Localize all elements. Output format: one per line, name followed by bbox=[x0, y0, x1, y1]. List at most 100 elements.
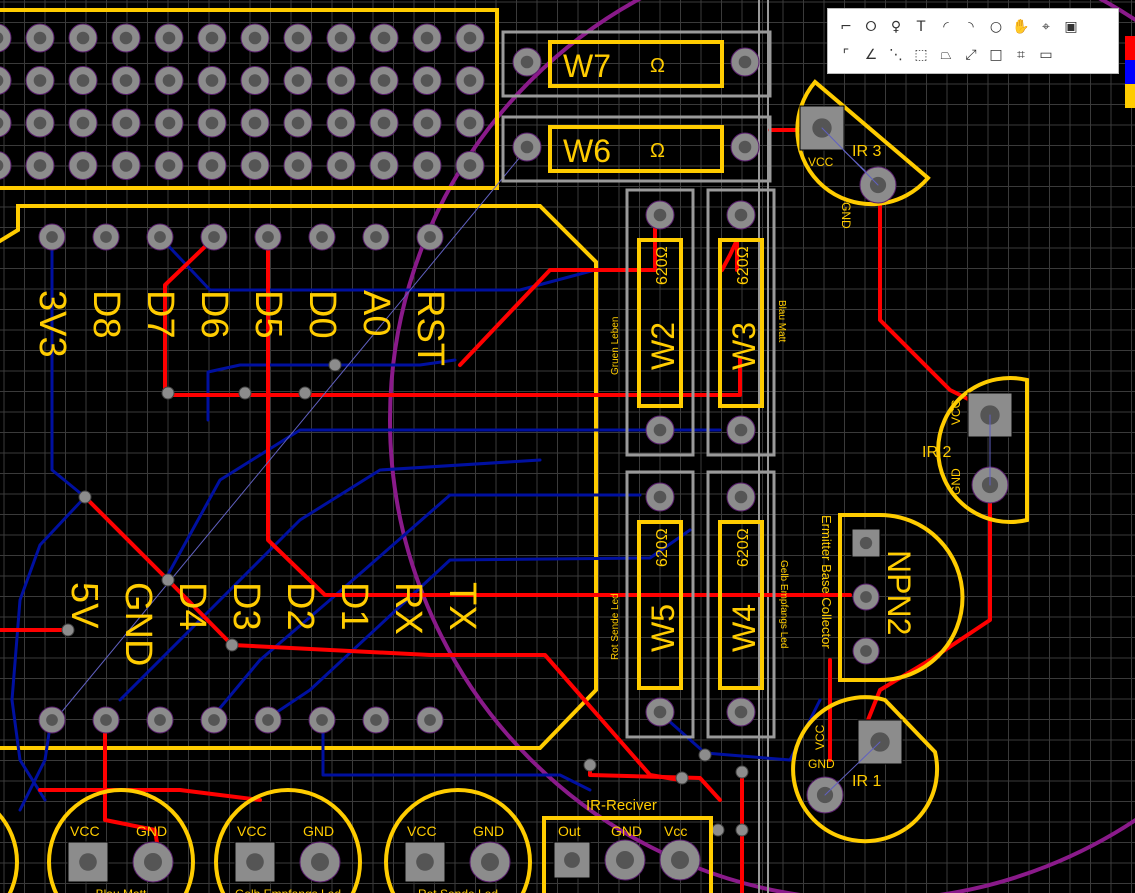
header-pad-hole bbox=[119, 116, 133, 130]
via bbox=[583, 758, 597, 772]
mcu-pin-label-top: RST bbox=[409, 290, 451, 366]
header-pad-hole bbox=[291, 159, 305, 172]
wire-icon[interactable]: ⌜ bbox=[842, 47, 850, 63]
pan-hand-icon[interactable]: ✋ bbox=[1012, 19, 1030, 35]
mcu-pad-top-hole bbox=[46, 231, 58, 243]
route-track-icon[interactable]: ⌐ bbox=[840, 19, 852, 35]
led-vcc-label: VCC bbox=[237, 823, 267, 839]
mcu-pin-label-bottom: RX bbox=[387, 582, 429, 635]
arc-icon[interactable]: ◜ bbox=[943, 19, 949, 35]
airwire-icon[interactable]: ⋱ bbox=[889, 47, 903, 63]
resistor-pad-hole bbox=[738, 55, 752, 69]
ruler-icon[interactable]: ⤢ bbox=[965, 47, 977, 63]
ir2-outline bbox=[936, 376, 1029, 524]
receiver-outline bbox=[542, 816, 713, 893]
text-icon[interactable]: T bbox=[916, 19, 926, 35]
receiver-pin-label: Vcc bbox=[664, 823, 687, 839]
layer-swatch-yellow[interactable] bbox=[1125, 84, 1135, 108]
ir2-gnd-label: GND bbox=[949, 468, 963, 495]
header-pad-hole bbox=[205, 159, 219, 172]
header-pad-hole bbox=[76, 159, 90, 172]
resistor-value: 620Ω bbox=[735, 246, 752, 285]
via bbox=[61, 623, 75, 637]
npn-pins-label: Ermitter Base Collector bbox=[819, 515, 834, 649]
mcu-pin-label-top: A0 bbox=[355, 290, 397, 336]
header-pad-hole bbox=[162, 159, 176, 172]
header-pad-hole bbox=[334, 116, 348, 130]
resistor-pad-hole bbox=[653, 423, 667, 437]
header-pad-hole bbox=[248, 31, 262, 45]
mcu-pin-label-bottom: D2 bbox=[279, 582, 321, 631]
header-pad-hole bbox=[33, 116, 47, 130]
mcu-pad-bottom-hole bbox=[262, 714, 274, 726]
arc-cw-icon[interactable]: ◝ bbox=[968, 19, 974, 35]
header-pad-hole bbox=[119, 31, 133, 45]
polygon-icon[interactable]: ⏢ bbox=[940, 47, 952, 63]
header-pad-hole bbox=[463, 159, 477, 172]
resistor-pad-hole bbox=[734, 490, 748, 504]
via bbox=[78, 490, 92, 504]
via bbox=[698, 748, 712, 762]
resistor-body bbox=[548, 125, 724, 173]
mcu-pad-bottom-hole bbox=[370, 714, 382, 726]
led-outline bbox=[0, 812, 19, 893]
header-pad-hole bbox=[0, 32, 4, 44]
receiver-title: IR-Reciver bbox=[586, 797, 657, 814]
mcu-pad-bottom-hole bbox=[46, 714, 58, 726]
header-pad-hole bbox=[162, 74, 176, 87]
resistor-pad-hole bbox=[734, 423, 748, 437]
mcu-pin-label-top: D0 bbox=[301, 290, 343, 339]
dashed-rect-icon[interactable]: ⬚ bbox=[914, 47, 928, 63]
layer-swatch-blue[interactable] bbox=[1125, 60, 1135, 84]
layer-swatch-red[interactable] bbox=[1125, 36, 1135, 60]
header-pad-hole bbox=[0, 74, 4, 87]
resistor-ref: W5 bbox=[645, 604, 681, 652]
rectangle-icon[interactable]: □ bbox=[989, 47, 1003, 63]
bottom-trace bbox=[118, 458, 542, 702]
via bbox=[225, 638, 239, 652]
resistor-pad-hole bbox=[520, 55, 534, 69]
mcu-pin-label-top: D6 bbox=[193, 290, 235, 339]
led-vcc-label: VCC bbox=[70, 823, 100, 839]
resistor-value: Ω bbox=[650, 55, 665, 77]
circle-icon[interactable]: ○ bbox=[989, 19, 1003, 35]
top-trace bbox=[38, 788, 262, 802]
mcu-pad-top-hole bbox=[154, 231, 166, 243]
resistor-body bbox=[637, 520, 683, 690]
mcu-pin-label-top: D7 bbox=[139, 290, 181, 339]
header-pad-hole bbox=[0, 159, 4, 172]
header-pad-hole bbox=[420, 116, 434, 130]
mcu-pad-top-hole bbox=[208, 231, 220, 243]
mcu-pad-top-hole bbox=[316, 231, 328, 243]
resistor-pad-hole bbox=[738, 140, 752, 154]
resistor-ref: W3 bbox=[726, 322, 762, 370]
move-icon[interactable]: ⌖ bbox=[1042, 19, 1050, 35]
bottom-trace bbox=[208, 493, 642, 722]
mcu-pad-top-hole bbox=[370, 231, 382, 243]
via-icon[interactable]: ⭘ bbox=[865, 19, 877, 35]
image-icon[interactable]: ▣ bbox=[1064, 19, 1078, 35]
resistor-pad-hole bbox=[653, 490, 667, 504]
led-gnd-label: GND bbox=[303, 823, 334, 839]
resistor-net-label: Blau Matt bbox=[776, 300, 787, 342]
select-region-icon[interactable]: ⌗ bbox=[1017, 47, 1025, 63]
resistor-pad-hole bbox=[653, 208, 667, 222]
pad-icon[interactable]: ♀ bbox=[890, 19, 902, 35]
receiver-pad-gnd-hole bbox=[616, 851, 634, 869]
header-outline bbox=[0, 8, 499, 190]
airwire bbox=[54, 144, 531, 721]
angle-icon[interactable]: ∠ bbox=[864, 47, 878, 63]
canvas-icon[interactable]: ▭ bbox=[1039, 47, 1053, 63]
header-pad bbox=[0, 151, 12, 180]
header-pad-hole bbox=[119, 74, 133, 87]
mcu-pad-top-hole bbox=[100, 231, 112, 243]
header-pad-hole bbox=[291, 116, 305, 130]
npn-pad-b-hole bbox=[860, 591, 872, 603]
resistor-pad-hole bbox=[520, 140, 534, 154]
header-pad bbox=[0, 66, 12, 95]
via bbox=[328, 358, 342, 372]
led-name-label: Rot Sende Led bbox=[418, 887, 498, 893]
via bbox=[711, 823, 725, 837]
top-trace bbox=[83, 495, 682, 782]
